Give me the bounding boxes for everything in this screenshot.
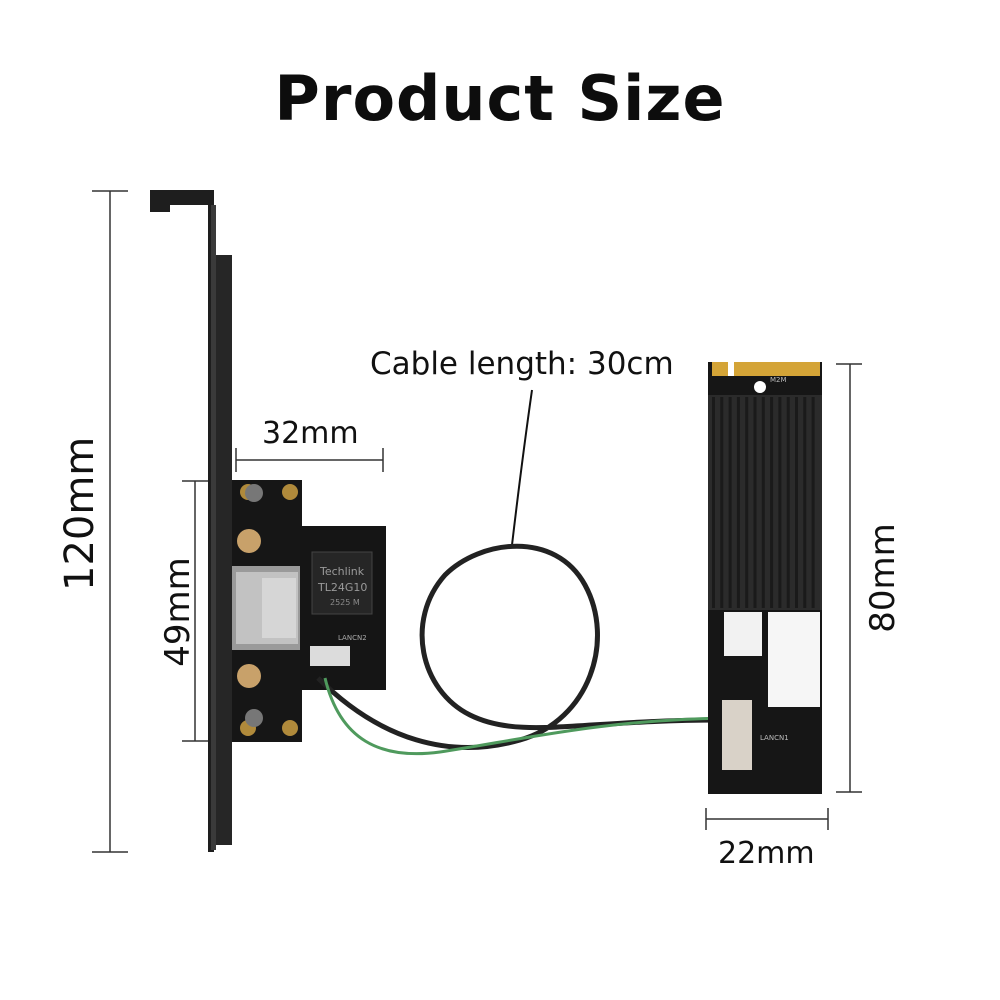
width-22mm-label: 22mm xyxy=(718,836,815,871)
controller-board: Techlink TL24G10 2525 M LANCN2 xyxy=(300,526,386,690)
connector-b-label: LANCN1 xyxy=(760,734,789,742)
heatsink-fin xyxy=(786,397,790,608)
dimension-lines xyxy=(92,190,862,853)
qr-code xyxy=(724,612,762,656)
cable-loop xyxy=(316,543,721,750)
heatsink-fin xyxy=(770,397,774,608)
heatsink-fin xyxy=(712,397,715,608)
chip-code: 2525 M xyxy=(330,598,360,607)
heatsink-fin xyxy=(745,397,749,608)
heatsink-fin xyxy=(795,397,798,608)
cable-length-label: Cable length: 30cm xyxy=(370,346,674,382)
connector-a-label: LANCN2 xyxy=(338,634,367,642)
heatsink-fin xyxy=(720,397,724,608)
height-120mm-label: 120mm xyxy=(57,436,103,591)
heatsink-fin xyxy=(736,397,740,608)
page-title: Product Size xyxy=(274,62,726,135)
m2-connector xyxy=(722,700,752,770)
length-80mm-label: 80mm xyxy=(863,523,903,633)
heatsink-fin xyxy=(811,397,815,608)
heatsink-fin xyxy=(803,397,807,608)
m2-key-label: M2M xyxy=(770,376,787,384)
heatsink-fin xyxy=(778,397,782,608)
cable-pointer xyxy=(511,389,533,546)
height-49mm-label: 49mm xyxy=(158,557,198,667)
serial-label xyxy=(768,612,820,707)
green-wire xyxy=(323,677,727,756)
heatsink-fin xyxy=(728,397,732,608)
heatsink-fin xyxy=(761,397,765,608)
chip-model: TL24G10 xyxy=(317,581,367,594)
pcie-bracket xyxy=(150,190,232,852)
m2-card: M2M LANCN1 xyxy=(708,362,822,794)
chip-brand: Techlink xyxy=(319,565,365,578)
width-32mm-label: 32mm xyxy=(262,416,359,451)
heatsink-fin xyxy=(753,397,757,608)
port-board xyxy=(232,480,302,742)
